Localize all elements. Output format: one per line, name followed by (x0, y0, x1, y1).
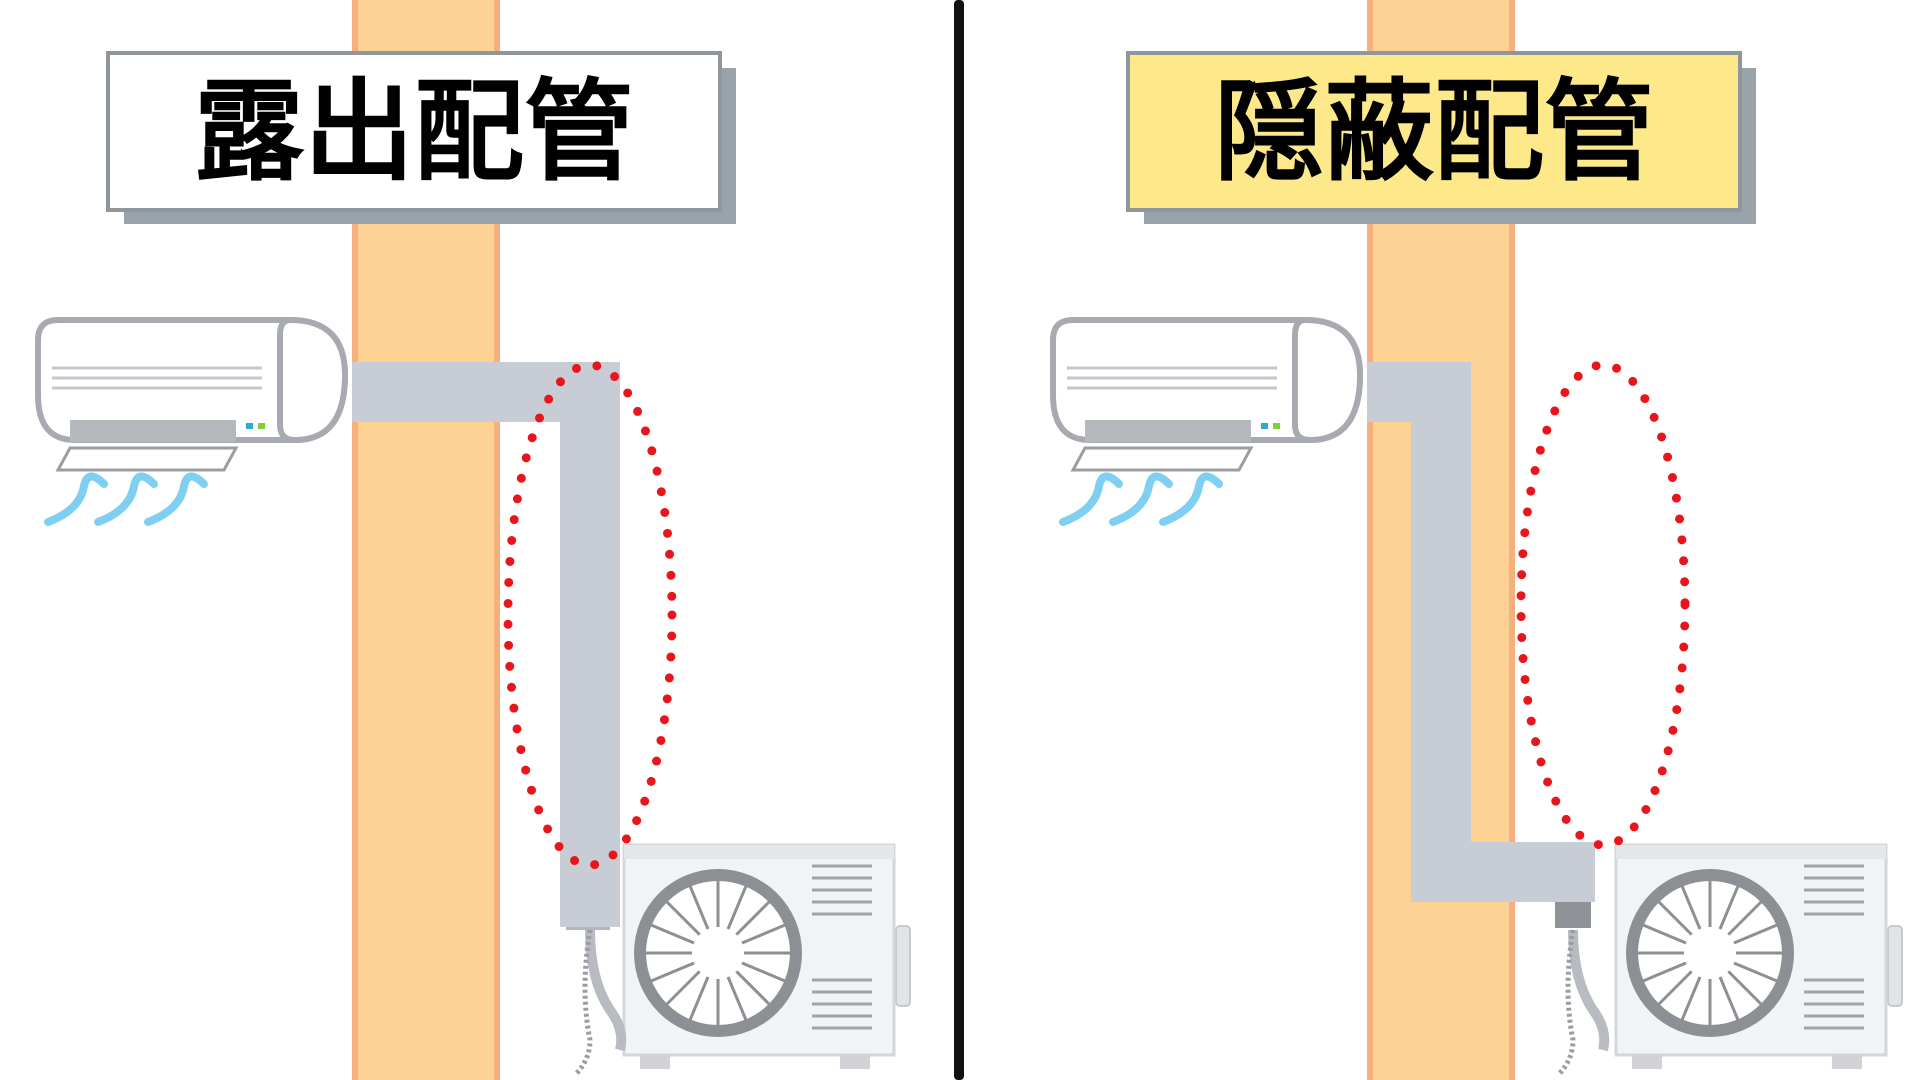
air-conditioner-indoor-unit-icon (1050, 316, 1364, 472)
panel-exposed-piping: 露出配管 (35, 0, 911, 1080)
dotted-ellipse-highlight (1516, 360, 1690, 850)
air-conditioner-outdoor-unit-icon (1556, 843, 1903, 1077)
title-box: 露出配管 (106, 51, 736, 224)
title-box: 隠蔽配管 (1126, 51, 1756, 224)
concealed-pipe (1367, 362, 1595, 928)
panel-concealed-piping: 隠蔽配管 (1050, 0, 1903, 1080)
dotted-ellipse-highlight (503, 360, 677, 870)
air-conditioner-indoor-unit-icon (35, 316, 349, 472)
panel-divider (954, 0, 964, 1080)
page-title: 隠蔽配管 (1214, 68, 1654, 196)
airflow-waves-icon (44, 472, 208, 526)
airflow-waves-icon (1059, 472, 1223, 526)
exposed-pipe (352, 362, 620, 930)
page-title: 露出配管 (194, 68, 634, 196)
air-conditioner-outdoor-unit-icon (573, 843, 911, 1077)
